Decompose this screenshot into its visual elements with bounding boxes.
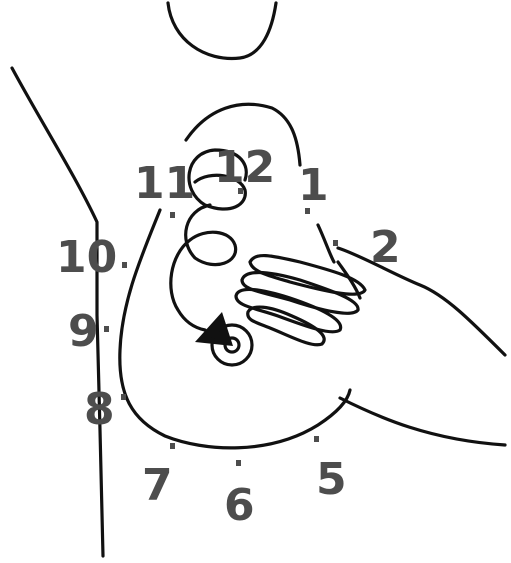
hand-lower [340,398,505,445]
marker-dot-11 [170,212,175,218]
clock-label-12: 12 [214,142,275,193]
finger-4 [248,307,324,345]
clock-label-5: 5 [316,454,347,505]
clock-label-2: 2 [370,222,401,273]
clock-label-6: 6 [224,480,255,531]
clock-label-7: 7 [142,460,173,511]
marker-dot-5 [314,436,319,442]
marker-dot-2 [333,240,338,246]
clock-label-10: 10 [56,232,117,283]
clock-label-11: 11 [134,158,195,209]
marker-dot-8 [121,394,126,400]
neck-curve [168,3,276,58]
marker-dot-6 [236,460,241,466]
marker-dot-10 [122,262,127,268]
marker-dot-7 [170,443,175,449]
marker-dot-9 [104,326,109,332]
clock-label-1: 1 [298,160,329,211]
clock-label-8: 8 [84,384,115,435]
clock-label-9: 9 [68,306,99,357]
hand-outline [338,248,505,355]
finger-3 [236,289,341,331]
breast-side-contour [318,225,334,262]
